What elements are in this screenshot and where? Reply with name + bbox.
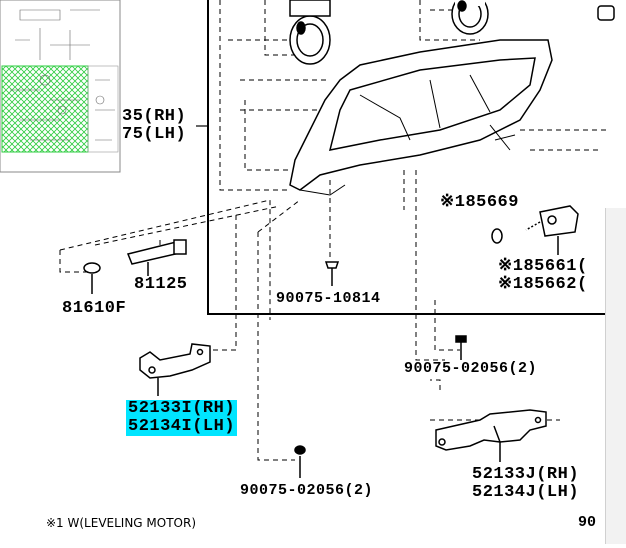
label-part-90075-10814[interactable]: 90075-10814 xyxy=(276,290,381,307)
label-part-85669[interactable]: ※185669 xyxy=(440,193,519,212)
screw-90075-02056-a[interactable] xyxy=(455,335,467,360)
bulb-81610f[interactable] xyxy=(83,262,101,294)
overview-thumbnail[interactable] xyxy=(0,0,121,173)
label-housing-rh[interactable]: 35(RH) xyxy=(122,107,187,126)
label-part-52134i[interactable]: 52134I(LH) xyxy=(126,417,238,436)
assembly-lines xyxy=(59,0,606,461)
screw-90075-02056-b[interactable] xyxy=(294,445,306,478)
bulb-left[interactable] xyxy=(289,0,331,65)
label-part-52133j[interactable]: 52133J(RH) xyxy=(472,465,580,484)
leveling-motor[interactable] xyxy=(525,205,579,255)
socket-81125[interactable] xyxy=(126,239,187,276)
label-part-52133i[interactable]: 52133I(RH) xyxy=(126,399,238,418)
label-part-81610f[interactable]: 81610F xyxy=(62,299,127,318)
page-reference: 90 xyxy=(578,514,597,531)
label-housing-lh[interactable]: 75(LH) xyxy=(122,125,187,144)
bracket-52133i[interactable] xyxy=(139,343,211,396)
label-part-52134j[interactable]: 52134J(LH) xyxy=(472,483,580,502)
clip-right-top[interactable] xyxy=(597,5,615,21)
bulb-right[interactable] xyxy=(451,0,489,35)
label-part-90075-02056-a[interactable]: 90075-02056(2) xyxy=(404,360,538,377)
vertical-scrollbar[interactable] xyxy=(605,208,626,544)
screw-90075-10814[interactable] xyxy=(324,261,340,286)
headlamp-assembly[interactable] xyxy=(289,39,553,196)
label-part-81125[interactable]: 81125 xyxy=(134,275,188,294)
gasket-85669[interactable] xyxy=(491,228,503,244)
main-frame xyxy=(207,0,606,315)
bracket-52133j[interactable] xyxy=(435,409,547,462)
footnote: ※1 W(LEVELING MOTOR) xyxy=(46,516,197,530)
label-part-85661[interactable]: ※185661( xyxy=(498,257,588,276)
label-part-85662[interactable]: ※185662( xyxy=(498,275,588,294)
label-part-90075-02056-b[interactable]: 90075-02056(2) xyxy=(240,482,374,499)
